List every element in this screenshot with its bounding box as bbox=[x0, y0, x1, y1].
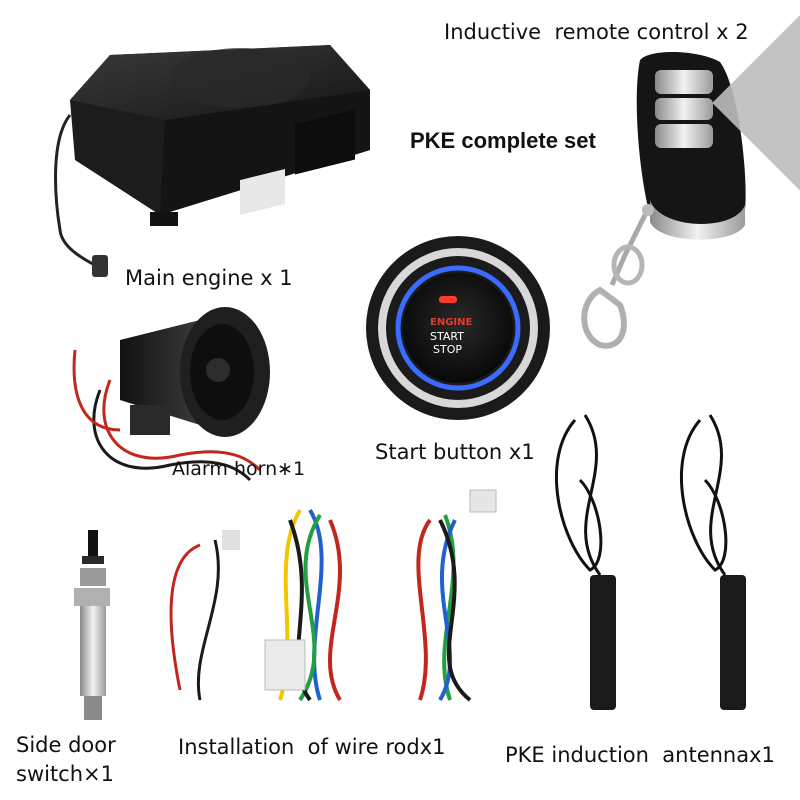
pke-antenna-right bbox=[679, 414, 746, 710]
label-main-engine: Main engine x 1 bbox=[125, 266, 293, 290]
label-installation: Installation of wire rodx1 bbox=[178, 735, 446, 759]
label-start-button: Start button x1 bbox=[375, 440, 535, 464]
button-start-text: START bbox=[430, 330, 464, 343]
installation-wires bbox=[169, 489, 497, 702]
button-engine-text: ENGINE bbox=[430, 317, 473, 328]
alarm-horn bbox=[72, 307, 270, 482]
label-pke-set: PKE complete set bbox=[410, 128, 596, 153]
label-side-door-1: Side door bbox=[16, 733, 116, 757]
side-door-switch bbox=[74, 530, 110, 720]
label-pke-antenna: PKE induction antennax1 bbox=[505, 743, 775, 767]
label-alarm-horn: Alarm horn∗1 bbox=[172, 458, 306, 480]
label-remote: Inductive remote control x 2 bbox=[444, 20, 749, 44]
label-side-door-2: switch×1 bbox=[16, 762, 114, 786]
main-engine-module bbox=[54, 45, 370, 277]
button-stop-text: STOP bbox=[433, 343, 462, 356]
start-button bbox=[366, 0, 800, 420]
pke-antenna-left bbox=[554, 414, 616, 710]
